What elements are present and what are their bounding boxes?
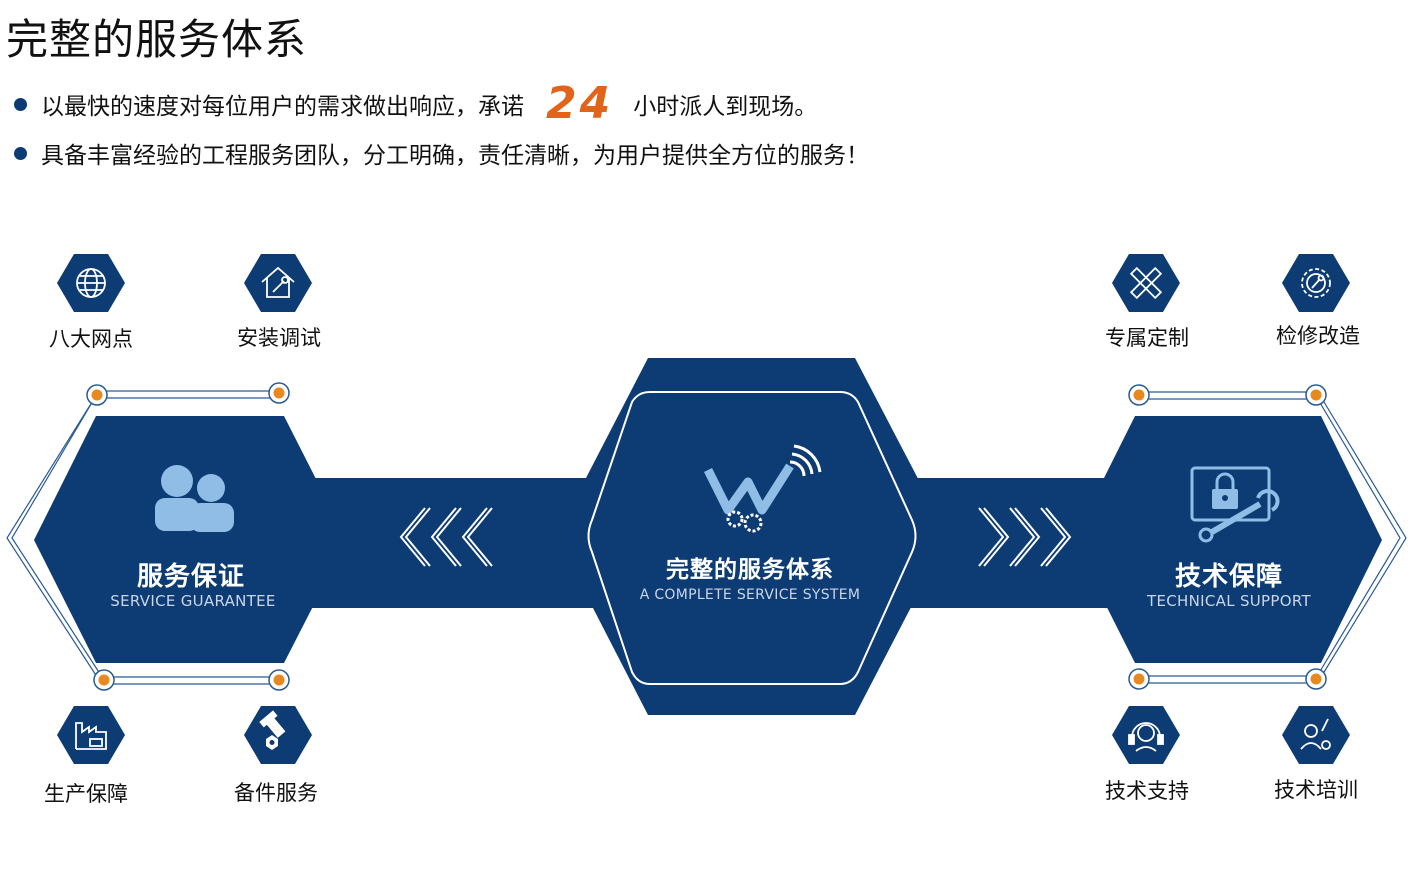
- node-label-training: 技术培训: [1274, 778, 1358, 802]
- globe-icon: [57, 254, 125, 312]
- bullet-dot: [14, 97, 27, 111]
- left-hexagon: [34, 416, 347, 663]
- right-hexagon: [1073, 416, 1382, 663]
- bullet-team: 具备丰富经验的工程服务团队，分工明确，责任清晰，为用户提供全方位的服务！: [14, 136, 869, 170]
- node-label-overhaul: 检修改造: [1276, 324, 1360, 348]
- trainer-icon: [1282, 706, 1350, 764]
- pencil-ruler-icon: [1112, 254, 1180, 312]
- node-label-production: 生产保障: [44, 782, 128, 806]
- page-title: 完整的服务体系: [6, 15, 308, 64]
- bullet-text-before: 以最快的速度对每位用户的需求做出响应，承诺: [41, 94, 524, 120]
- center-hex-title: 完整的服务体系: [666, 557, 834, 583]
- logo-w-gears-icon: [703, 444, 822, 533]
- bullet-text-after: 小时派人到现场。: [633, 94, 818, 120]
- node-label-installation: 安装调试: [237, 326, 321, 350]
- people-icon: [155, 465, 234, 532]
- node-label-tech-support: 技术支持: [1105, 779, 1189, 803]
- center-inner-frame: [587, 391, 917, 685]
- bolt-nut-icon: [244, 706, 312, 764]
- node-label-eight-outlets: 八大网点: [49, 327, 133, 351]
- left-hex-subtitle: SERVICE GUARANTEE: [110, 592, 276, 610]
- center-hexagon: [556, 358, 948, 715]
- chevrons-right: [978, 507, 1072, 567]
- bullet-commitment: 以最快的速度对每位用户的需求做出响应，承诺 24 小时派人到现场。: [14, 82, 817, 126]
- bullet-dot: [14, 146, 27, 160]
- center-hex-subtitle: A COMPLETE SERVICE SYSTEM: [639, 587, 861, 603]
- node-label-customization: 专属定制: [1105, 326, 1189, 350]
- right-hex-subtitle: TECHNICAL SUPPORT: [1147, 592, 1311, 610]
- gear-wrench-icon: [1282, 254, 1350, 312]
- chevrons-left: [399, 507, 493, 567]
- right-hex-title: 技术保障: [1174, 562, 1283, 592]
- headset-support-icon: [1112, 706, 1180, 764]
- house-wrench-icon: [244, 254, 312, 312]
- left-frame: [6, 390, 279, 685]
- node-label-spare-parts: 备件服务: [234, 781, 318, 805]
- monitor-lock-wrench-icon: [1190, 466, 1280, 543]
- factory-icon: [57, 706, 125, 764]
- right-frame: [1139, 391, 1407, 684]
- bullet-text-team: 具备丰富经验的工程服务团队，分工明确，责任清晰，为用户提供全方位的服务！: [41, 143, 869, 169]
- left-hex-title: 服务保证: [136, 562, 245, 592]
- hours-number: 24: [546, 78, 614, 129]
